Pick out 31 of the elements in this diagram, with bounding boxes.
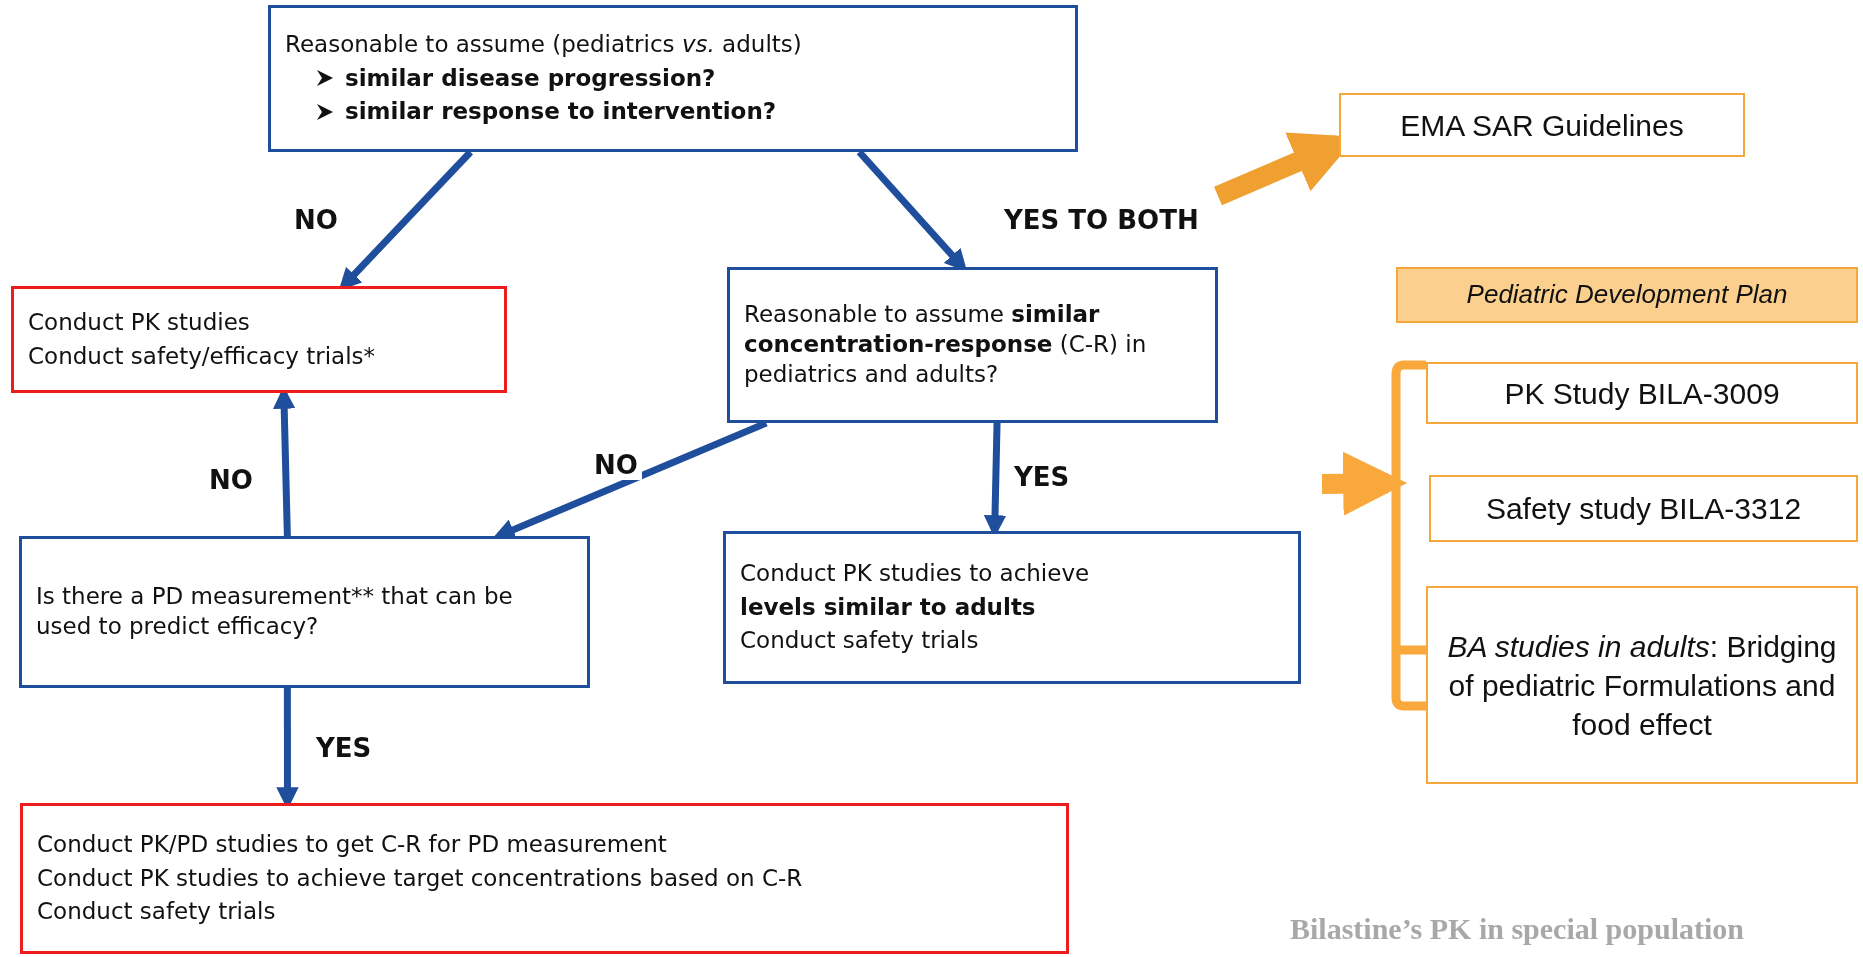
process-box	[268, 5, 1078, 152]
node-text: EMA SAR Guidelines	[1399, 107, 1685, 144]
process-box	[723, 531, 1301, 684]
footer-title: Bilastine’s PK in special population	[1290, 912, 1744, 946]
process-box	[19, 536, 590, 688]
process-box	[1429, 475, 1858, 542]
node-text: similar response to intervention?	[345, 97, 777, 127]
node-text: Conduct safety/efficacy trials*	[28, 341, 377, 371]
node-text: Conduct PK studies	[28, 307, 251, 337]
node-text: Reasonable to assume (pediatrics vs. adults)	[285, 29, 803, 59]
process-box	[1426, 362, 1858, 424]
node-text: Conduct PK studies to achieve	[740, 558, 1091, 588]
node-text: Reasonable to assume similar concentration-response (C-R) in pediatrics and adults?	[744, 300, 1148, 389]
node-text: Conduct safety trials	[740, 626, 980, 656]
node-text: PK Study BILA-3009	[1503, 375, 1781, 412]
block-arrow	[1321, 451, 1408, 516]
header-box	[1396, 267, 1858, 323]
node-text: Conduct PK studies to achieve target concentrations based on C-R	[37, 863, 804, 893]
node-text: Safety study BILA-3312	[1484, 491, 1803, 527]
node-text: levels similar to adults	[740, 592, 1037, 622]
process-box	[1426, 586, 1858, 784]
node-text: similar disease progression?	[345, 63, 716, 93]
node-text: BA studies in adults: Bridging of pediatric Formulations and food effect	[1446, 628, 1838, 743]
node-text: Conduct safety trials	[37, 897, 277, 927]
outcome-box	[11, 286, 507, 393]
outcome-box	[20, 803, 1069, 954]
node-text: Pediatric Development Plan	[1465, 278, 1789, 312]
process-box	[727, 267, 1218, 423]
process-box	[1339, 93, 1745, 157]
node-text: Conduct PK/PD studies to get C-R for PD measurement	[37, 829, 668, 859]
node-text: Is there a PD measurement** that can be used to predict efficacy?	[36, 582, 514, 641]
